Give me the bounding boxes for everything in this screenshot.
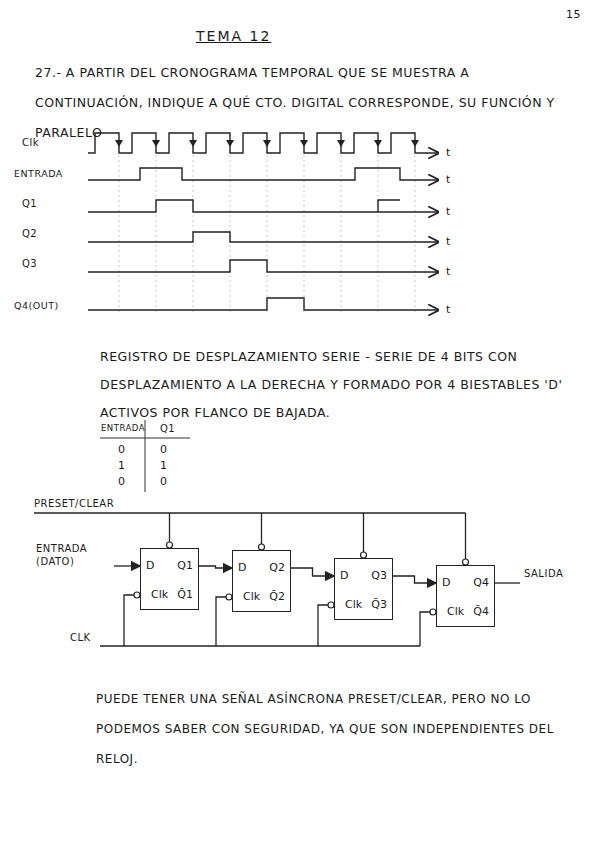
signal-name: PRESET/CLEAR	[34, 498, 114, 509]
clock-drop	[216, 597, 226, 646]
signal-name: Q1	[22, 198, 37, 209]
clock-drop	[420, 612, 430, 646]
d-flip-flop: D Q2Q̄2 Clk	[232, 550, 291, 612]
pin-label: Q1	[177, 559, 193, 572]
pin-label: Clk	[243, 590, 260, 603]
preset-clear-drop	[363, 513, 364, 552]
pin-label: Q3	[371, 569, 387, 582]
preset-clear-drop	[465, 513, 466, 559]
pin-label: Clk	[345, 598, 362, 611]
table-cell: 0	[160, 443, 168, 456]
time-axis-label: t	[446, 146, 451, 159]
signal-name: ENTRADA (DATO)	[36, 542, 104, 568]
signal-name: Q4(OUT)	[14, 300, 59, 311]
pin-label: Clk	[447, 605, 464, 618]
pin-label: Q2	[269, 561, 285, 574]
pin-label: Q̄2	[269, 590, 285, 603]
table-grid	[100, 420, 190, 492]
table-cell: 0	[160, 475, 168, 488]
clock-wave	[88, 133, 438, 153]
table-cell: 0	[118, 443, 126, 456]
question-text: 27.- A PARTIR DEL CRONOGRAMA TEMPORAL QU…	[35, 58, 580, 148]
data-connector	[291, 568, 334, 576]
edge-guides	[119, 150, 415, 315]
falling-edge-marks	[115, 140, 419, 147]
note-text: PUEDE TENER UNA SEÑAL ASÍNCRONA PRESET/C…	[96, 684, 576, 774]
output-wire	[495, 582, 520, 583]
pin-label: D	[238, 561, 246, 574]
pin-label: Q̄3	[371, 598, 387, 611]
pin-label: D	[442, 576, 450, 589]
input-wave	[88, 168, 438, 180]
table-cell: 0	[118, 475, 126, 488]
input-wire	[114, 565, 140, 566]
preset-clear-drop	[169, 513, 170, 542]
description-text: REGISTRO DE DESPLAZAMIENTO SERIE - SERIE…	[100, 343, 570, 427]
pin-label: D	[340, 569, 348, 582]
table-header: Q1	[160, 423, 175, 434]
table-cell: 1	[160, 459, 168, 472]
time-axis-label: t	[446, 235, 451, 248]
time-axis-label: t	[446, 205, 451, 218]
time-axis-label: t	[446, 303, 451, 316]
pin-label: Q̄4	[473, 605, 489, 618]
d-flip-flop: D Q4Q̄4 Clk	[436, 565, 495, 627]
table-cell: 1	[118, 459, 126, 472]
d-flip-flop: D Q3Q̄3 Clk	[334, 558, 393, 620]
d-flip-flop: D Q1Q̄1 Clk	[140, 548, 199, 610]
signal-name: Q3	[22, 258, 37, 269]
page-number: 15	[566, 8, 581, 21]
clock-bus	[100, 645, 420, 646]
signal-name: Clk	[22, 137, 39, 148]
signal-name: CLK	[70, 632, 91, 643]
pin-label: Clk	[151, 588, 168, 601]
data-connector	[199, 566, 232, 568]
time-axis-label: t	[446, 265, 451, 278]
clock-drop	[124, 595, 134, 646]
clock-drop	[318, 605, 328, 646]
q1-wave	[88, 200, 438, 212]
preset-clear-bus	[34, 512, 466, 513]
signal-name: SALIDA	[524, 568, 563, 579]
pin-label: Q4	[473, 576, 489, 589]
q2-wave	[88, 232, 438, 242]
pin-label: Q̄1	[177, 588, 193, 601]
preset-clear-drop	[261, 513, 262, 544]
table-header: ENTRADA	[101, 423, 145, 433]
page-title: TEMA 12	[196, 28, 271, 44]
q4-wave	[88, 298, 438, 310]
pin-label: D	[146, 559, 154, 572]
signal-name: Q2	[22, 228, 37, 239]
time-axis-label: t	[446, 173, 451, 186]
q3-wave	[88, 260, 438, 272]
signal-name: ENTRADA	[14, 168, 63, 179]
data-connector	[393, 576, 436, 583]
